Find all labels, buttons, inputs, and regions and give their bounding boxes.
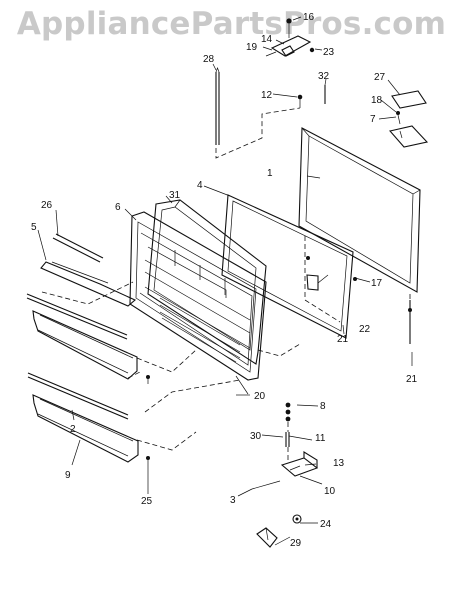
callout-21-upper: 21 [337,334,349,345]
screw-21-lower [408,300,412,344]
callout-32: 32 [318,71,330,82]
callout-30: 30 [250,431,262,442]
bin-upper-rail [26,293,128,340]
callout-25: 25 [141,496,153,507]
callout-23: 23 [323,47,335,58]
callout-26: 26 [41,200,53,211]
bin-upper-tray [32,310,138,380]
callout-21-lower: 21 [406,374,418,385]
bin-lower-rail [27,372,129,420]
part-27-bracket [391,90,427,109]
callout-14: 14 [261,34,273,45]
top-hinge-assembly [265,18,315,57]
screw-8 [285,402,291,422]
screw-12 [297,94,303,108]
part-28-rod [215,67,220,145]
callout-7: 7 [370,114,376,125]
part-5-shelf [40,261,137,307]
part-18-screw [396,111,401,125]
part-26-rail [52,233,104,263]
part-30-pin [285,432,290,447]
part-13-hinge [280,451,319,477]
callout-5: 5 [31,222,37,233]
screw-25 [146,456,150,470]
callout-13: 13 [333,458,345,469]
watermark-logo: AppliancePartsPros.com [16,6,447,42]
part-29-bracket [256,527,278,548]
callout-19: 19 [246,42,258,53]
callout-27: 27 [374,72,386,83]
callout-31: 31 [169,190,181,201]
callout-3: 3 [230,495,236,506]
part-31-door-panel [147,199,267,365]
callout-28: 28 [203,54,215,65]
part-22-clip [306,256,319,291]
callout-9: 9 [65,470,71,481]
callout-18: 18 [371,95,383,106]
callout-11: 11 [315,433,326,444]
callout-22: 22 [359,324,371,335]
callout-17: 17 [371,278,383,289]
callout-2: 2 [70,424,76,435]
callout-24: 24 [320,519,332,530]
screw-upper-tray [146,375,150,384]
callout-8: 8 [320,401,326,412]
part-1-frame [298,127,421,293]
part-4-gasket [221,194,354,339]
part-9-bin-lower-tray [32,394,139,463]
callout-10: 10 [324,486,336,497]
callout-4: 4 [197,180,203,191]
part-7-bracket [388,125,429,148]
callout-16: 16 [303,12,315,23]
callout-6: 6 [115,202,121,213]
callout-1: 1 [267,168,273,179]
callout-12: 12 [261,90,273,101]
callout-20: 20 [254,391,266,402]
callout-29: 29 [290,538,302,549]
part-24-washer [292,514,302,524]
part-6-door-liner [129,211,267,381]
screw-17 [353,277,357,281]
